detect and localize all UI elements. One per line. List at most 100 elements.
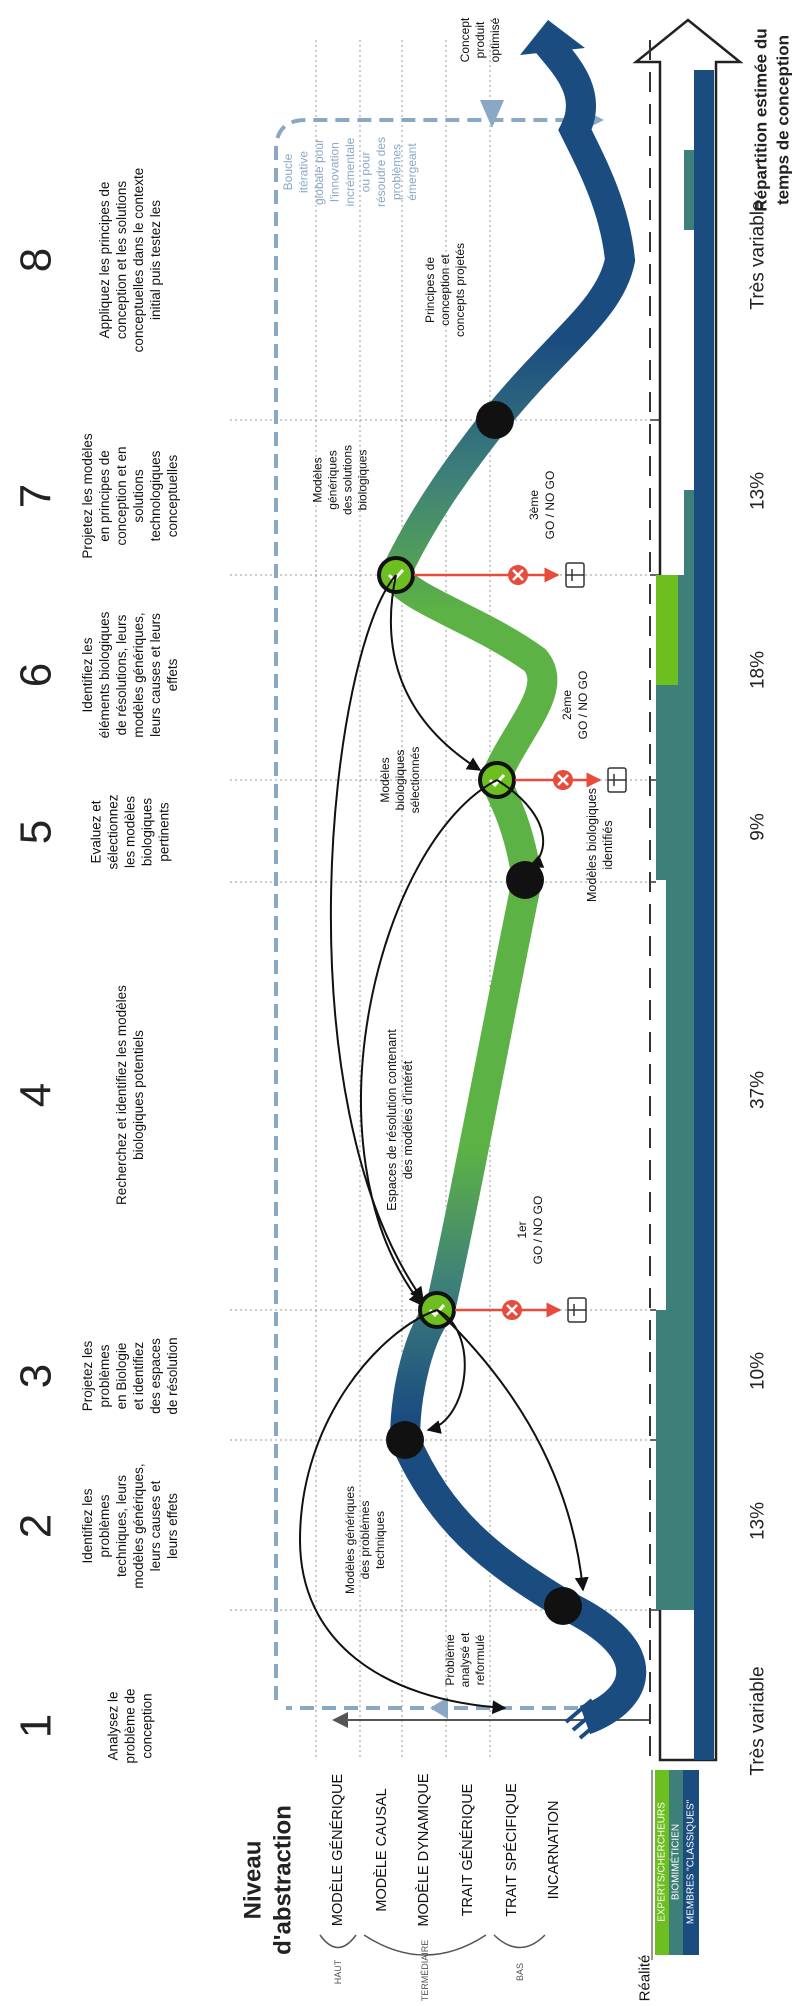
- label-modeles-selectionnes-line: biologiques: [393, 750, 407, 811]
- step-6-description-line: leurs causes et leurs: [148, 613, 163, 737]
- label-modeles-generiques-problemes-line: techniques: [373, 1511, 387, 1569]
- step-7-time: 13%: [748, 472, 769, 510]
- step-7-description-line: Projetez les modèles: [80, 433, 95, 559]
- step-7-time-line: 13%: [748, 472, 769, 510]
- step-1-number-line: 1: [12, 1714, 61, 1738]
- step-7-number: 7: [12, 484, 61, 508]
- step-2-description-line: modèles génériques,: [131, 1463, 146, 1588]
- label-boucle-line: problèmes: [390, 144, 404, 200]
- process-path-arrowhead: [520, 20, 585, 55]
- left-axis-brackets: [319, 1934, 546, 1956]
- level-1-line: MODÈLE GÉNÉRIQUE: [329, 1774, 346, 1927]
- role-bars: [656, 70, 714, 1760]
- label-boucle-line: l'innovation: [328, 142, 342, 202]
- gate-3-label-line: GO / NO GO: [543, 471, 557, 540]
- legend-membres: MEMBRES "CLASSIQUES": [686, 1799, 697, 1924]
- phase-separators: [230, 419, 700, 1611]
- step-4-time: 37%: [748, 1071, 769, 1109]
- step-1-description-line: problème de: [123, 1688, 138, 1763]
- label-modeles-identifies-line: Modèles biologiques: [585, 788, 599, 902]
- label-modeles-generiques-solutions-line: biologiques: [356, 450, 370, 511]
- legend-biomimeticien-line: BIOMIMÉTICIEN: [669, 1824, 682, 1900]
- level-2-line: MODÈLE CAUSAL: [373, 1788, 390, 1911]
- gate-3-label-line: 3ème: [527, 490, 541, 520]
- bracket-bas: BAS: [515, 1963, 525, 1981]
- connection-arrows: [298, 574, 589, 1715]
- step-3-description-line: en Biologie: [114, 1343, 129, 1410]
- step-7-description-line: technologiques: [148, 450, 163, 541]
- gate-1-label-line: GO / NO GO: [531, 1196, 545, 1265]
- step-3-description-line: et identifiez: [131, 1342, 146, 1411]
- step-3-time: 10%: [748, 1352, 769, 1390]
- label-probleme-line: analysé et: [458, 1632, 472, 1687]
- loop-arrowhead-top: [480, 100, 504, 128]
- label-principes-line: concepts projetés: [453, 243, 467, 337]
- label-boucle-line: ou pour: [359, 152, 373, 193]
- label-concept-line: Concept: [458, 17, 472, 62]
- bracket-intermediaire: INTERMÉDIAIRE: [420, 1940, 430, 2006]
- loop-arrowhead-bottom: [430, 1697, 448, 1719]
- legend-experts-box: [655, 1770, 669, 1955]
- legend-biomimeticien-box: [669, 1770, 683, 1955]
- level-2: MODÈLE CAUSAL: [373, 1788, 390, 1911]
- step-4-description-line: Recherchez et identifiez les modèles: [114, 985, 129, 1205]
- archive-icon: [567, 1297, 587, 1323]
- step-4-description-line: biologiques potentiels: [131, 1030, 146, 1160]
- legend-experts-line: EXPERTS/CHERCHEURS: [657, 1802, 668, 1922]
- label-modeles-generiques-problemes-line: des problèmes: [358, 1501, 372, 1580]
- step-1-time: Très variable: [748, 1666, 769, 1775]
- label-modeles-selectionnes-line: sélectionnés: [408, 747, 422, 814]
- level-5: TRAIT SPÉCIFIQUE: [503, 1783, 520, 1917]
- label-modeles-generiques-solutions-line: des solutions: [341, 445, 355, 515]
- step-5-time-line: 9%: [748, 813, 769, 841]
- step-1-description-line: Analysez le: [106, 1691, 121, 1760]
- step-7-description-line: conceptuelles: [165, 454, 180, 537]
- label-boucle-line: globale pour: [312, 139, 326, 205]
- step-8-description-line: conception et les solutions: [114, 181, 129, 340]
- step-5-number: 5: [12, 820, 61, 844]
- bracket-haut-line: HAUT: [333, 1959, 343, 1984]
- label-modeles-generiques-solutions-line: Modèles: [311, 457, 325, 502]
- step-5-description-line: les modèles: [123, 796, 138, 868]
- step-2-description-line: leurs causes et: [148, 1480, 163, 1571]
- abstraction-title-line: Niveau: [240, 1841, 267, 1920]
- process-path: [378, 30, 647, 1735]
- step-5-description-line: Evaluez et: [89, 800, 104, 863]
- step-6-description-line: effets: [165, 658, 180, 691]
- step-8-time-line: Très variable: [748, 200, 769, 309]
- step-6-description-line: Identifiez les: [80, 637, 95, 712]
- step-3-description-line: problèmes: [97, 1344, 112, 1407]
- reality-label: Réalité: [637, 1955, 654, 2002]
- step-1-time-line: Très variable: [748, 1666, 769, 1775]
- step-5-time: 9%: [748, 813, 769, 841]
- step-3-description-line: Projetez les: [80, 1340, 95, 1411]
- step-3-time-line: 10%: [748, 1352, 769, 1390]
- label-concept-line: optimisé: [488, 17, 502, 62]
- bracket-bas-line: BAS: [515, 1963, 525, 1981]
- step-5-description-line: biologiques: [140, 798, 155, 867]
- start-stripes: [564, 1698, 608, 1740]
- node-step-3-start: [386, 1421, 424, 1459]
- time-axis-title-line: temps de conception: [774, 35, 793, 205]
- step-8-description-line: Appliquez les principes de: [97, 182, 112, 339]
- abstraction-title-line: d'abstraction: [270, 1805, 297, 1955]
- label-espaces-line: des modèles d'intérêt: [401, 1060, 415, 1179]
- label-modeles-generiques-solutions-line: génériques: [326, 450, 340, 509]
- label-modeles-selectionnes-line: Modèles: [378, 757, 392, 802]
- node-step-8-start: [476, 401, 514, 439]
- gate-1-label-line: 1er: [515, 1221, 529, 1238]
- step-6-number: 6: [12, 663, 61, 687]
- legend-membres-box: [683, 1770, 699, 1955]
- level-4-line: TRAIT GÉNÉRIQUE: [459, 1783, 476, 1916]
- label-boucle-line: Boucle: [281, 153, 295, 190]
